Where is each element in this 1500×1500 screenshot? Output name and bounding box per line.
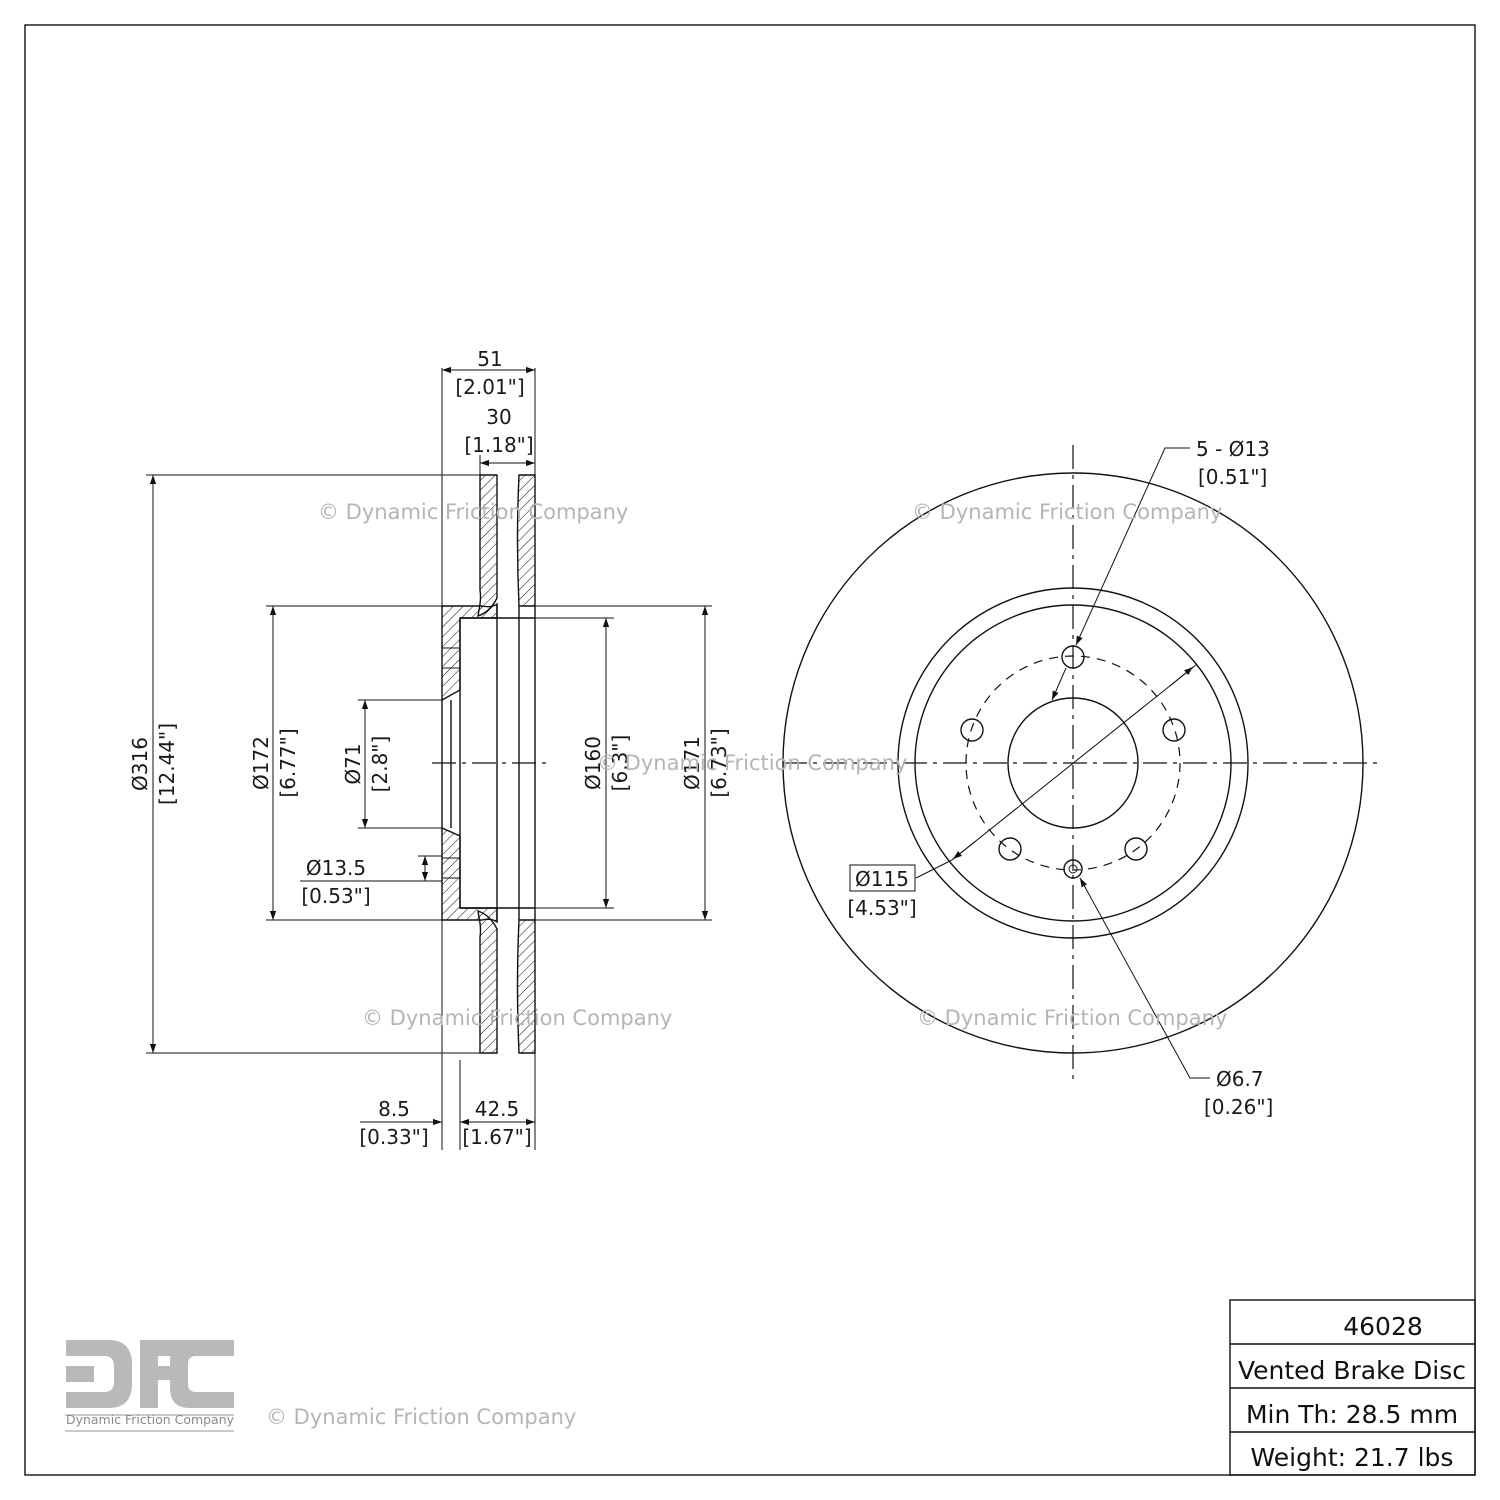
dim-30-in: [1.18"] (464, 433, 533, 457)
dfc-logo: Dynamic Friction Company (65, 1340, 234, 1432)
weight: Weight: 21.7 lbs (1251, 1443, 1454, 1472)
inboard-plate-bottom (516, 919, 536, 1054)
watermark: © Dynamic Friction Company (597, 751, 907, 775)
dim-71-in: [2.8"] (368, 736, 392, 793)
dim-pin-hole-in: [0.26"] (1204, 1095, 1273, 1119)
dim-bolt-circle: Ø115 (855, 867, 909, 891)
dim-160: Ø160 (581, 736, 605, 790)
watermark: © Dynamic Friction Company (917, 1006, 1227, 1030)
logo-copyright: © Dynamic Friction Company (266, 1405, 576, 1429)
front-view: 5 - Ø13 [0.51"] Ø115 [4.53"] Ø6.7 [0.26"… (782, 437, 1378, 1119)
dim-51-in: [2.01"] (455, 375, 524, 399)
watermark: © Dynamic Friction Company (362, 1006, 672, 1030)
part-description: Vented Brake Disc (1238, 1356, 1466, 1385)
inboard-plate-top (516, 474, 536, 607)
dim-lug-holes: 5 - Ø13 (1196, 437, 1270, 461)
dim-lug-holes-in: [0.51"] (1198, 465, 1267, 489)
lug-hole-4 (998, 837, 1022, 861)
dim-42-5-in: [1.67"] (462, 1125, 531, 1149)
dim-171: Ø171 (680, 736, 704, 790)
bolt-circle-label-box (849, 864, 916, 892)
lug-hole-5 (960, 718, 984, 742)
dim-171-in: [6.73"] (707, 728, 731, 797)
outboard-plate-top (477, 474, 498, 618)
dim-30: 30 (486, 405, 511, 429)
lug-hole-2 (1162, 718, 1186, 742)
watermark: © Dynamic Friction Company (912, 500, 1222, 524)
dim-13-5-in: [0.53"] (301, 884, 370, 908)
dim-51: 51 (477, 347, 502, 371)
dim-pin-hole: Ø6.7 (1216, 1067, 1264, 1091)
dim-160-in: [6.3"] (608, 735, 632, 792)
dim-bolt-circle-in: [4.53"] (847, 896, 916, 920)
dim-42-5: 42.5 (475, 1097, 520, 1121)
dim-172: Ø172 (249, 736, 273, 790)
dim-172-in: [6.77"] (276, 728, 300, 797)
side-section-view: 51 [2.01"] 30 [1.18"] Ø316 [12.44"] Ø172… (128, 347, 731, 1150)
logo-subtitle: Dynamic Friction Company (66, 1413, 234, 1427)
part-number: 46028 (1343, 1312, 1423, 1341)
dim-13-5: Ø13.5 (306, 856, 366, 880)
dim-8-5: 8.5 (378, 1097, 410, 1121)
outboard-plate-bottom (477, 909, 498, 1054)
dim-316-in: [12.44"] (155, 723, 179, 805)
min-thickness: Min Th: 28.5 mm (1246, 1400, 1458, 1429)
watermark: © Dynamic Friction Company (318, 500, 628, 524)
dim-316: Ø316 (128, 737, 152, 791)
dim-8-5-in: [0.33"] (359, 1125, 428, 1149)
drawing-frame (24, 24, 1476, 1476)
title-block: 46028 Vented Brake Disc Min Th: 28.5 mm … (1229, 1299, 1476, 1476)
lug-hole-3 (1124, 837, 1148, 861)
dim-71: Ø71 (341, 743, 365, 784)
